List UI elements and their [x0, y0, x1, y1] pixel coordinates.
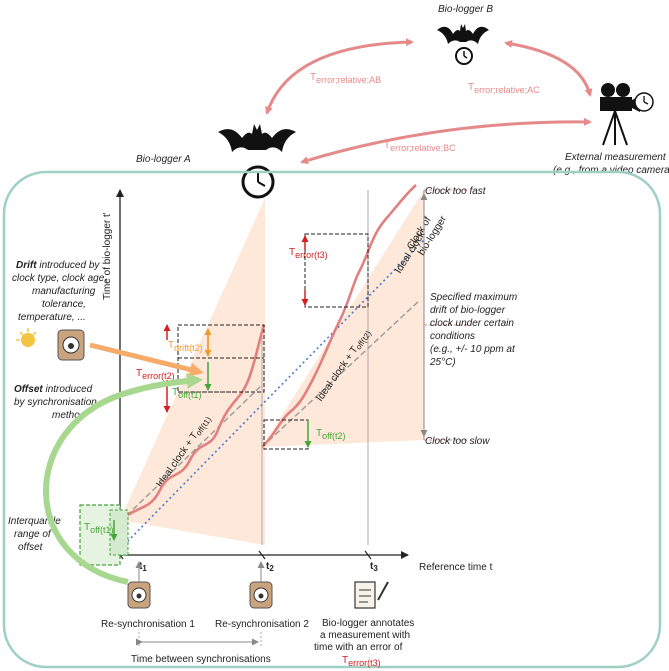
clock-curve-1 [119, 324, 266, 522]
clock-curve-2 [261, 184, 417, 448]
drift-text-2: clock type, clock age, [12, 273, 107, 284]
iqr-text-2: range of [14, 529, 52, 540]
spec-text-2: drift of bio-logger [430, 305, 506, 316]
arrow-ac [504, 40, 593, 97]
error-relative-ab: Terror;relative;AB [310, 72, 381, 85]
annotates-text-3: time with an error of [314, 642, 403, 653]
drift-text-4: tolerance, [42, 299, 86, 310]
drift-text-3: manufacturing [32, 286, 96, 297]
drift-text-1: Drift introduced by [16, 260, 100, 271]
ideal-clock-line [123, 239, 425, 546]
spec-text-3: clock under certain [430, 318, 514, 329]
bio-logger-b-label: Bio-logger B [438, 4, 493, 15]
offset-text-3: method [52, 410, 86, 421]
x-axis-label: Reference time t [419, 562, 493, 573]
video-camera-icon [600, 83, 654, 146]
offset-t1-label: Toff(t1) [172, 387, 201, 400]
error-relative-bc: Terror;relative;BC [384, 140, 456, 153]
clock-too-fast-label: Clock too fast [425, 186, 487, 197]
offset-pointer-arrow [43, 372, 203, 585]
notebook-icon [354, 581, 389, 609]
tick-t3 [364, 550, 372, 560]
spec-text-5: (e.g., +/- 10 ppm at [430, 344, 516, 355]
t1-label: t1 [139, 561, 147, 573]
bio-logger-a-label: Bio-logger A [136, 154, 191, 165]
bio-logger-a-icon [218, 124, 296, 199]
t3-error-box [304, 233, 369, 308]
resync-2-label: Re-synchronisation 2 [215, 619, 309, 630]
iqr-text-1: Interquartile [8, 516, 61, 527]
error-t3-label: Terror(t3) [289, 247, 328, 260]
bio-logger-b-icon [437, 24, 489, 65]
offset-iqr-label: Toff(t1) [84, 522, 113, 535]
tag-watch-icon-left [57, 329, 85, 361]
offset-text-2: by synchronisation [14, 397, 97, 408]
spec-text-6: 25°C) [429, 357, 456, 368]
resync-1-label: Re-synchronisation 1 [101, 619, 195, 630]
t2-offset-box [263, 419, 309, 450]
annotates-error-t3: Terror(t3) [342, 655, 381, 668]
arrow-bc [300, 117, 592, 165]
drift-t2-label: Tdrift(t2) [168, 340, 203, 353]
t3-label: t3 [370, 561, 378, 573]
sun-icon [16, 328, 37, 347]
arrow-ab [265, 38, 414, 115]
t2-label: t2 [266, 561, 274, 573]
tag-watch-icon-resync-1 [127, 581, 151, 609]
time-between-label: Time between synchronisations [131, 654, 271, 665]
iqr-text-3: offset [18, 542, 44, 553]
tag-watch-icon-resync-2 [249, 581, 273, 609]
tick-t2 [258, 550, 266, 560]
drift-text-5: temperature, ... [18, 312, 86, 323]
spec-text-4: conditions [430, 331, 475, 342]
clock-too-slow-label: Clock too slow [425, 436, 490, 447]
offset-t2-label: Toff(t2) [316, 428, 345, 441]
spec-text-1: Specified maximum [430, 292, 517, 303]
error-relative-ac: Terror;relative;AC [468, 82, 540, 95]
external-measurement-label: External measurement C [565, 152, 669, 163]
external-measurement-sublabel: (e.g., from a video camera) [553, 165, 669, 176]
drift-envelope-2 [262, 190, 424, 447]
annotates-text-2: a measurement with [320, 630, 410, 641]
drift-pointer-arrow [89, 342, 204, 377]
error-t2-label: Terror(t2) [136, 368, 175, 381]
ideal-plus-offset-1-line [119, 384, 263, 523]
annotates-text-1: Bio-logger annotates [322, 618, 414, 629]
y-axis-label: Time of bio-logger t' [102, 212, 113, 300]
bio-logger-a-panel [2, 170, 662, 669]
offset-text-1: Offset introduced [14, 384, 93, 395]
